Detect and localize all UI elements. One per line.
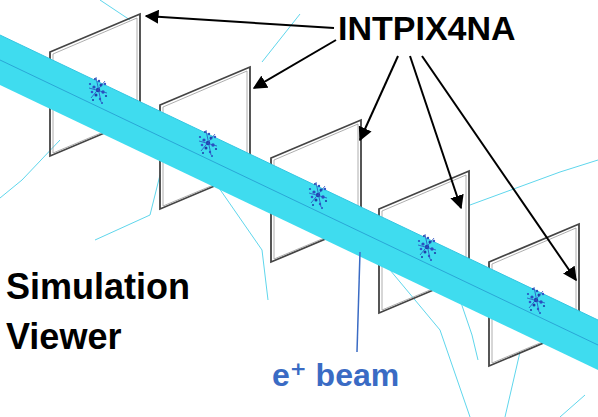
leader-line	[357, 252, 360, 352]
callout-arrows	[146, 16, 576, 280]
beam-band	[0, 35, 598, 370]
view-title: Simulation Viewer	[6, 262, 256, 361]
part-name: INTPIX4NA	[338, 8, 594, 49]
beam-label: e⁺ beam	[272, 356, 472, 394]
